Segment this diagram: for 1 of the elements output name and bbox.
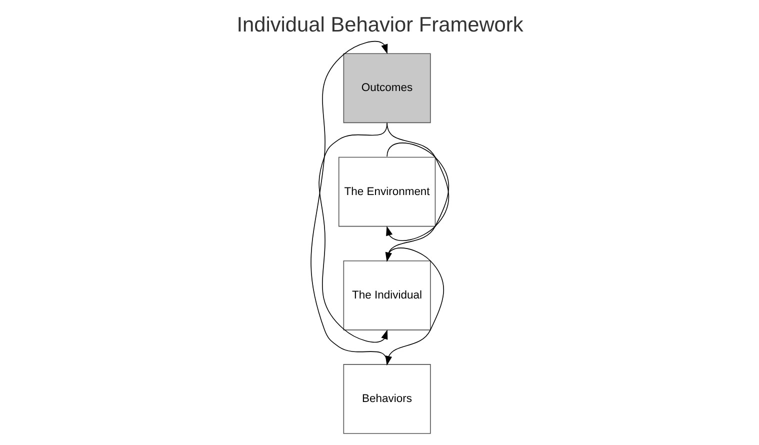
diagram-title: Individual Behavior Framework: [236, 13, 523, 36]
